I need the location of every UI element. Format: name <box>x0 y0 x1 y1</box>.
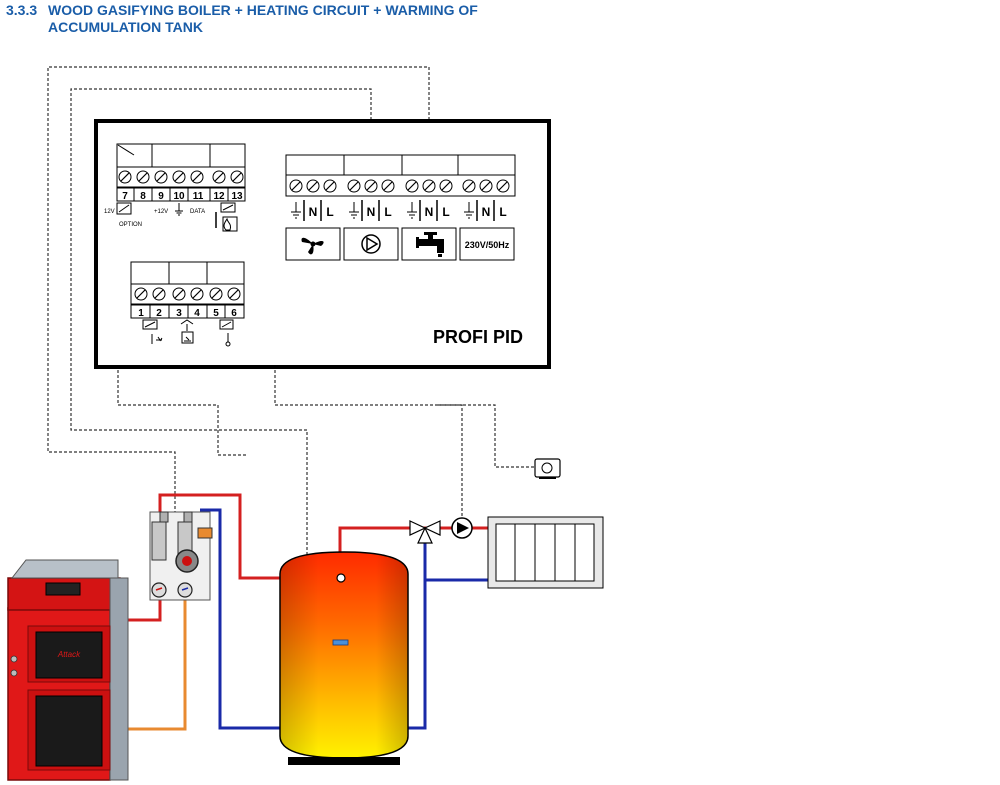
terminal-n-label: N <box>482 205 491 219</box>
tank-label-plate <box>332 639 349 646</box>
heating-pump-icon <box>451 517 473 539</box>
wire-thermostat <box>274 365 463 520</box>
terminal-2-label: 2 <box>156 308 162 319</box>
terminal-n-label: N <box>367 205 376 219</box>
terminal-3-label: 3 <box>176 308 182 319</box>
return-pipe-boiler <box>108 595 187 731</box>
label-plus12v: +12V <box>154 209 168 215</box>
thermometer-icon <box>219 319 234 347</box>
ground-icon <box>291 202 474 219</box>
terminal-6-label: 6 <box>231 308 237 319</box>
pipes <box>108 493 492 731</box>
sensor-icon <box>215 202 238 232</box>
label-option: OPTION <box>119 222 142 228</box>
tap-icon <box>416 232 444 257</box>
terminal-1-label: 1 <box>138 308 144 319</box>
return-pipe-tank <box>200 508 285 730</box>
section-title-line2: ACCUMULATION TANK <box>48 19 204 35</box>
terminal-9-label: 9 <box>158 191 164 202</box>
section-heading: 3.3.3 WOOD GASIFYING BOILER + HEATING CIR… <box>6 2 478 36</box>
accumulation-tank <box>279 551 409 765</box>
terminal-8-label: 8 <box>140 191 146 202</box>
thermometer-icon <box>177 582 193 598</box>
boiler: Attack <box>7 559 129 781</box>
flame-icon <box>222 216 238 232</box>
radiator-icon <box>487 516 604 589</box>
section-title-line1: WOOD GASIFYING BOILER + HEATING CIRCUIT … <box>48 2 478 18</box>
room-thermostat-icon <box>180 319 194 344</box>
terminal-n-label: N <box>425 205 434 219</box>
pump-group <box>149 511 213 601</box>
terminal-13-label: 13 <box>231 191 243 202</box>
terminal-7-label: 7 <box>122 191 128 202</box>
controller-name: PROFI PID <box>433 327 523 347</box>
wire-room <box>438 404 535 468</box>
terminal-l-label: L <box>442 205 449 219</box>
terminal-block-power: N L N L N L N L 230V/50Hz <box>285 154 516 261</box>
label-12v: 12V <box>104 209 115 215</box>
boiler-logo: Attack <box>57 650 81 659</box>
room-thermostat-icon <box>534 458 561 479</box>
terminal-10-label: 10 <box>173 191 185 202</box>
terminal-l-label: L <box>499 205 506 219</box>
return-pipe-heating <box>404 578 492 730</box>
fan-icon <box>301 237 324 255</box>
ground-icon <box>175 203 183 216</box>
tank-sensor-icon <box>336 573 346 583</box>
terminal-11-label: 11 <box>193 191 204 202</box>
terminal-block-lower-left: 1 2 3 4 5 6 <box>130 261 245 347</box>
label-data: DATA <box>190 209 205 215</box>
wire-sensor-lower <box>117 145 248 456</box>
terminal-l-label: L <box>326 205 333 219</box>
terminal-12-label: 12 <box>213 191 225 202</box>
option-relay-icon <box>116 202 132 215</box>
terminal-4-label: 4 <box>194 308 200 319</box>
pump-icon <box>361 234 381 254</box>
flow-pipe-boiler <box>108 493 285 622</box>
terminal-n-label: N <box>309 205 318 219</box>
section-number: 3.3.3 <box>6 2 38 18</box>
terminal-5-label: 5 <box>213 308 219 319</box>
sensor-icon <box>142 319 163 344</box>
terminal-l-label: L <box>384 205 391 219</box>
power-supply-label: 230V/50Hz <box>465 240 510 250</box>
thermometer-icon <box>151 582 167 598</box>
wire-pump-tank <box>47 66 430 520</box>
boiler-display <box>45 582 81 596</box>
three-way-valve-icon <box>409 520 441 544</box>
